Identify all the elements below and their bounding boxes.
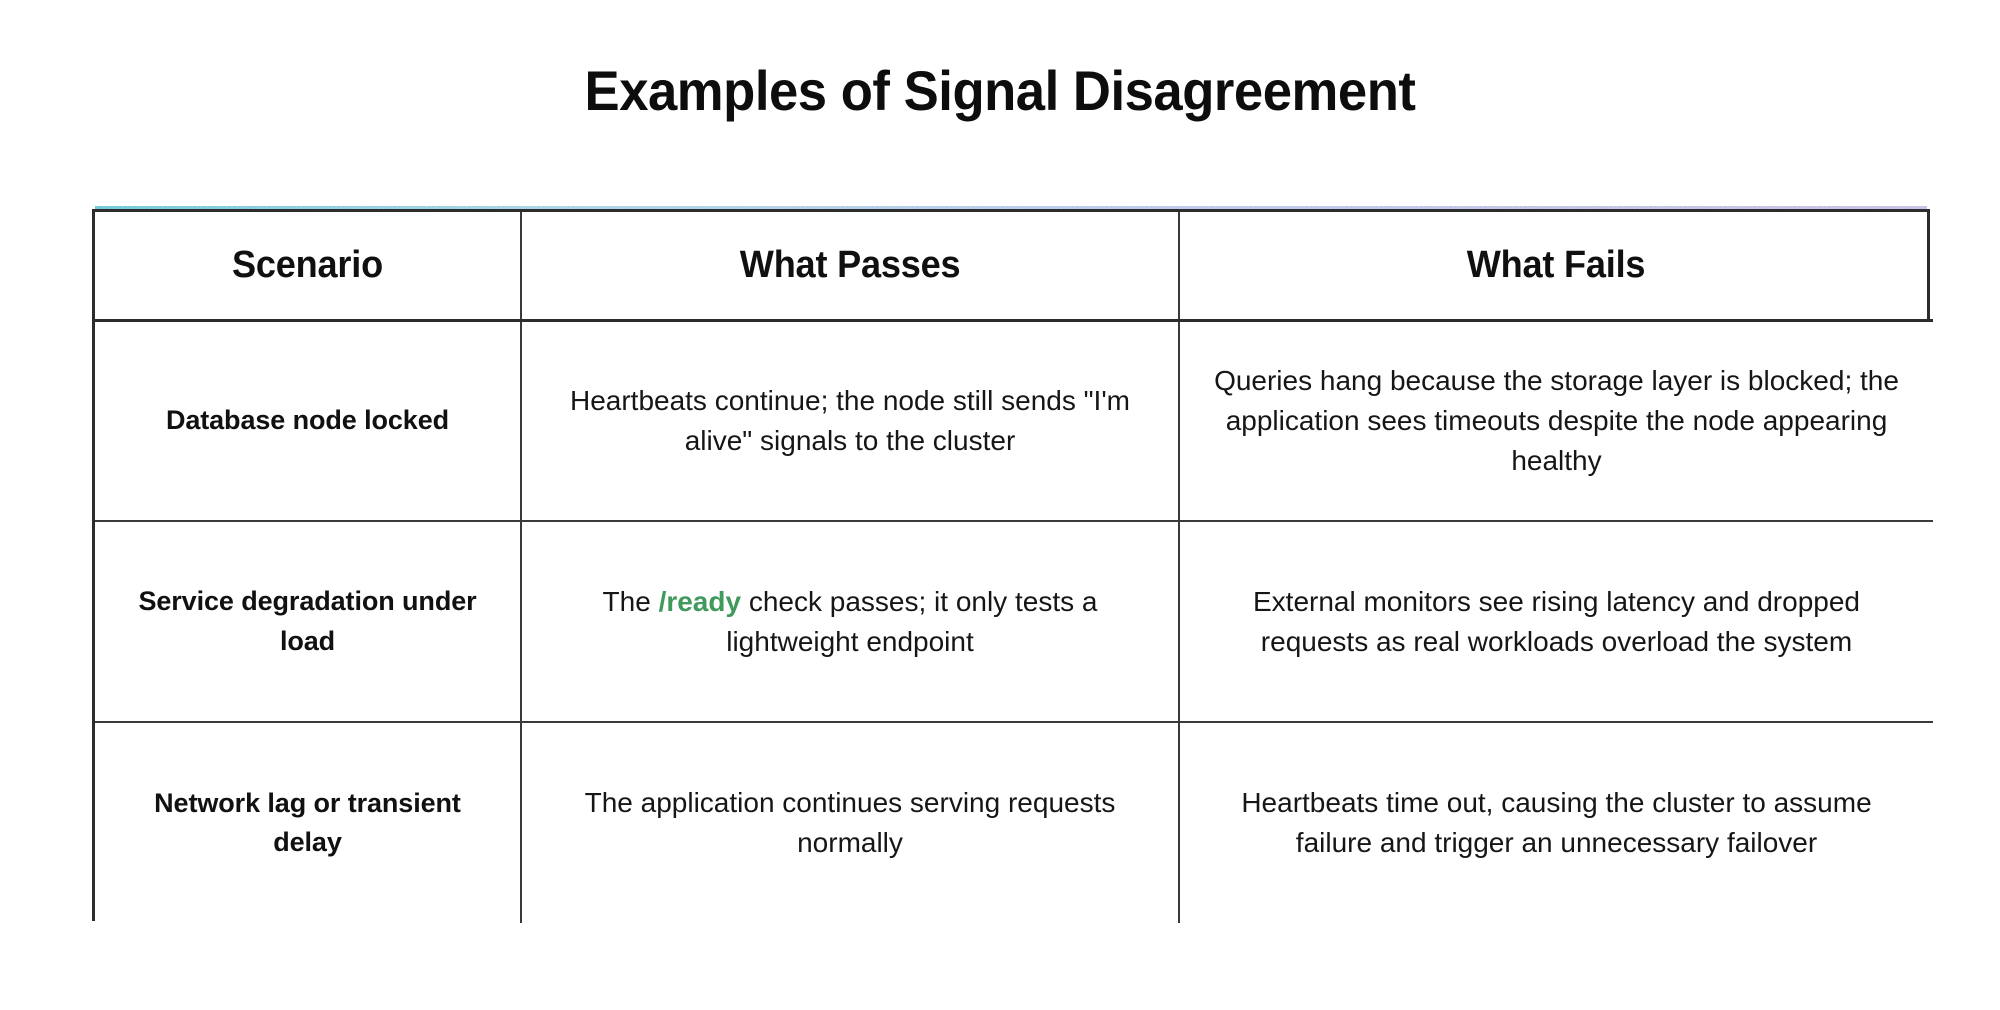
comparison-table: Scenario What Passes What Fails Database…: [95, 212, 1933, 923]
column-header-scenario-label: Scenario: [232, 243, 383, 286]
column-header-scenario: Scenario: [95, 212, 521, 322]
cell-what-fails: Heartbeats time out, causing the cluster…: [1178, 721, 1933, 923]
what-passes-code-token: /ready: [658, 585, 742, 617]
column-header-what-fails: What Fails: [1178, 212, 1933, 322]
page-title: Examples of Signal Disagreement: [584, 59, 1416, 122]
cell-scenario: Service degradation under load: [95, 520, 521, 722]
what-passes-text-prefix: Heartbeats continue; the node still send…: [569, 385, 1131, 456]
table-row: Database node locked Heartbeats continue…: [95, 320, 1933, 521]
cell-what-passes: The application continues serving reques…: [520, 721, 1179, 923]
column-header-what-passes: What Passes: [520, 212, 1179, 322]
cell-what-passes: The /ready check passes; it only tests a…: [520, 520, 1179, 722]
what-passes-text-suffix: check passes; it only tests a lightweigh…: [726, 585, 1098, 657]
table-row: Network lag or transient delay The appli…: [95, 721, 1933, 923]
cell-what-fails: External monitors see rising latency and…: [1178, 520, 1933, 722]
cell-what-passes: Heartbeats continue; the node still send…: [520, 320, 1179, 521]
table-header-row: Scenario What Passes What Fails: [95, 212, 1933, 322]
what-passes-text-prefix: The application continues serving reques…: [584, 787, 1116, 858]
cell-scenario: Network lag or transient delay: [95, 721, 521, 923]
column-header-what-passes-label: What Passes: [739, 243, 961, 286]
table-body: Database node locked Heartbeats continue…: [95, 320, 1933, 923]
comparison-table-container: Scenario What Passes What Fails Database…: [92, 209, 1933, 923]
cell-what-fails: Queries hang because the storage layer i…: [1178, 320, 1933, 521]
column-header-what-fails-label: What Fails: [1467, 243, 1646, 286]
cell-scenario: Database node locked: [95, 320, 521, 521]
table-header: Scenario What Passes What Fails: [95, 212, 1933, 322]
table-row: Service degradation under load The /read…: [95, 520, 1933, 722]
what-passes-text-prefix: The: [602, 585, 659, 617]
